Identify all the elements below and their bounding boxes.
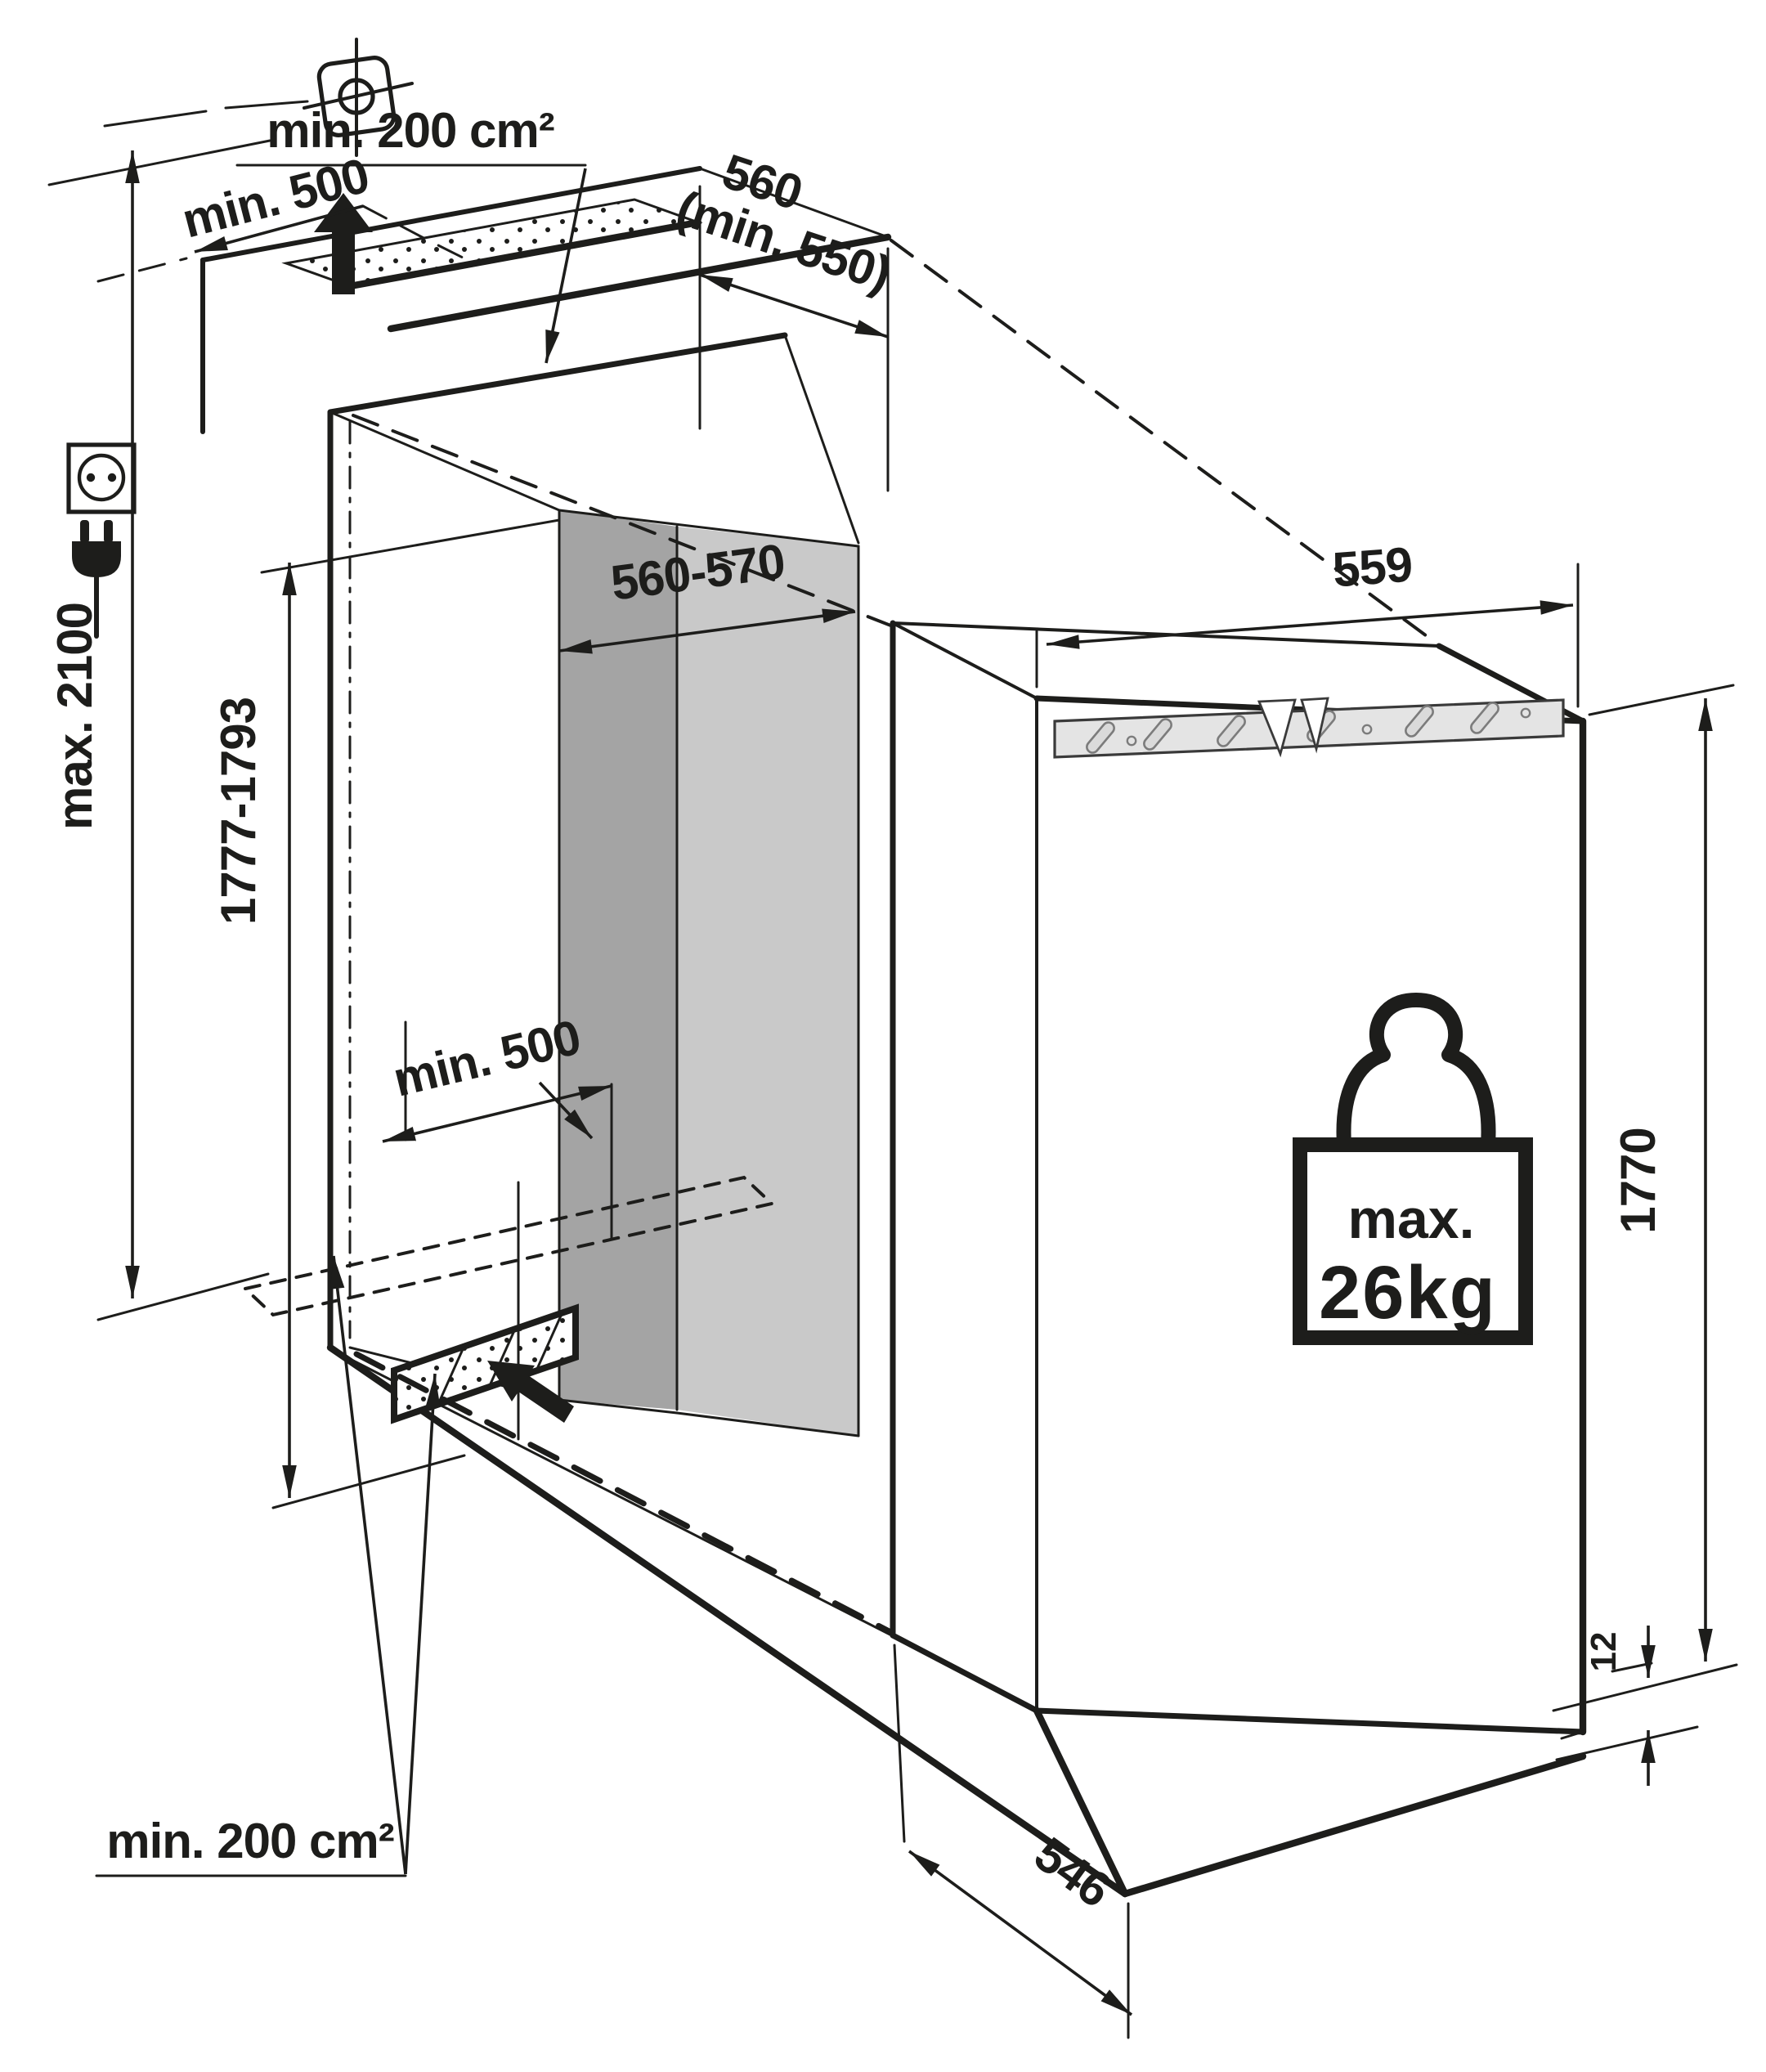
power-socket-icon — [66, 442, 137, 514]
appliance-side-face — [893, 623, 1037, 1711]
bottom-gap-label: 12 — [1584, 1632, 1624, 1672]
appliance-drawing: max. 26kg — [890, 620, 1587, 1898]
niche-top-right-edge — [698, 167, 890, 239]
power-plug-icon — [72, 520, 121, 639]
dim-top-depth: 560 (min. 550) — [670, 143, 897, 492]
door-bottom-edge — [1033, 1707, 1586, 1735]
appliance-width-label: 559 — [1331, 537, 1414, 598]
dim-appliance-height: 1770 — [1552, 684, 1738, 1712]
mounting-bracket — [1053, 697, 1565, 759]
top-vent-slot — [281, 198, 703, 290]
max-ceiling-label: max. 2100 — [47, 603, 102, 830]
transport-line-top-right — [890, 239, 1437, 644]
niche-side-wall — [559, 510, 677, 1410]
base-step-line — [1560, 1730, 1584, 1740]
appliance-depth-label: 546 — [1024, 1827, 1121, 1917]
floor-front-edge-mid — [558, 1398, 679, 1415]
niche-drawing — [200, 166, 1437, 1898]
appliance-height-label: 1770 — [1611, 1128, 1665, 1233]
bottom-front-edge — [326, 1343, 1129, 1898]
niche-height-label: 1777-1793 — [211, 697, 266, 925]
dim-appliance-width: 559 — [1035, 537, 1580, 708]
dim-max-ceiling: max. 2100 — [47, 139, 271, 1321]
dim-niche-height: 1777-1793 — [211, 518, 561, 1509]
airflow-up-icon — [314, 193, 373, 294]
base-clearance-label: min. 500 — [388, 1009, 585, 1106]
niche-top-front-edge — [200, 166, 702, 262]
weight-limit-icon: max. 26kg — [1293, 993, 1533, 1345]
weight-value-label: 26kg — [1319, 1251, 1497, 1334]
weight-max-label: max. — [1348, 1188, 1475, 1250]
floor-vent-duct — [241, 1175, 776, 1317]
base-front-edge — [1121, 1752, 1587, 1898]
ceiling-fixing-point-icon — [103, 38, 414, 157]
opening-top-edge — [327, 332, 788, 415]
transport-line-top-left — [352, 414, 894, 628]
top-left-edge — [891, 621, 1038, 700]
niche-back-wall — [677, 527, 858, 1436]
dim-bottom-vent-area: min. 200 cm² — [95, 1255, 441, 1877]
niche-top-back-edge — [387, 233, 892, 333]
floor-front-edge-right — [675, 1411, 860, 1437]
airflow-inlet-icon — [487, 1361, 574, 1423]
ceiling-left-edge — [329, 410, 561, 512]
bottom-vent-area-label: min. 200 cm² — [106, 1814, 394, 1868]
ceiling-right-edge — [783, 334, 860, 545]
side-bottom-edge — [890, 1632, 1040, 1714]
dim-top-vent-area: min. 200 cm² — [235, 103, 587, 364]
top-vent-area-label: min. 200 cm² — [267, 103, 554, 158]
dim-bottom-gap: 12 — [1555, 1626, 1699, 1786]
